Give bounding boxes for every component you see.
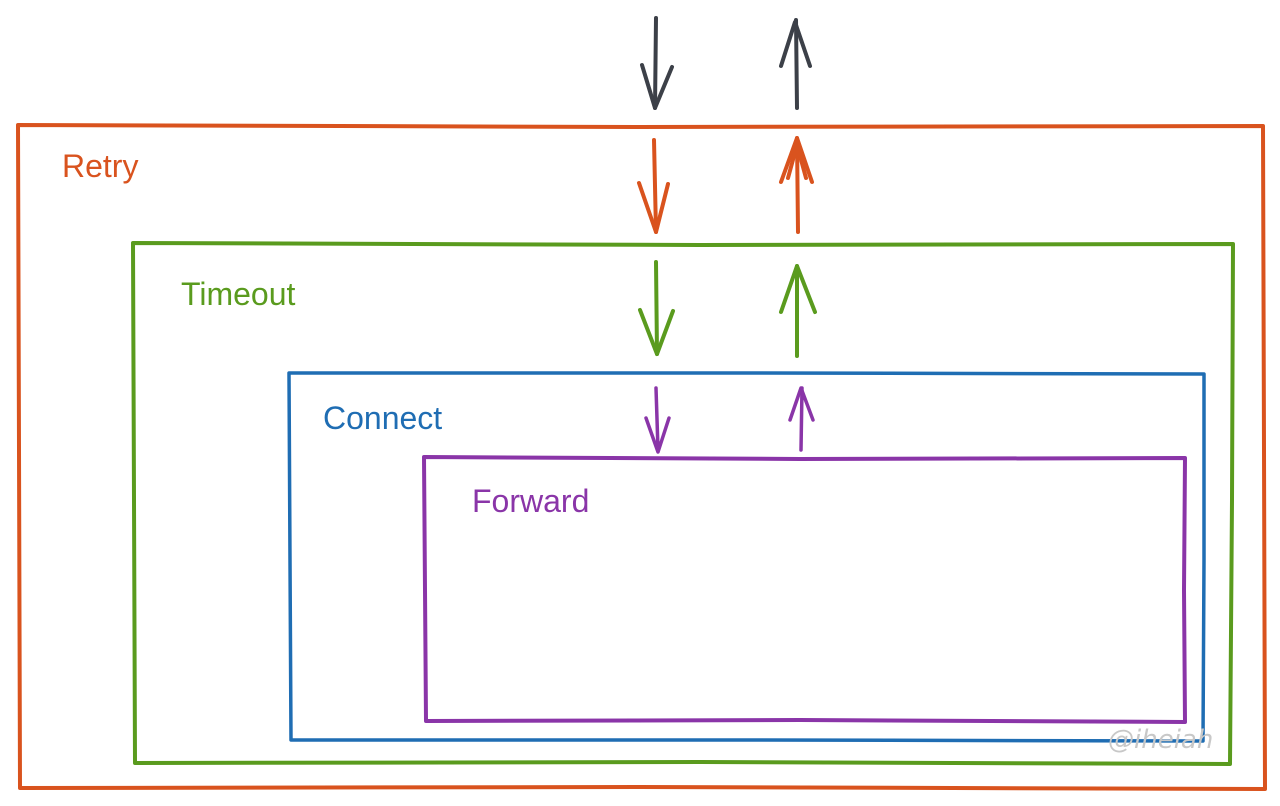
retry-box — [16, 123, 1267, 791]
timeout-response-arrow-up — [779, 264, 817, 358]
retry-request-arrow-down — [637, 138, 670, 234]
connect-response-arrow-up — [788, 386, 815, 452]
retry-response-arrow-up — [779, 136, 814, 234]
outer-request-arrow-down — [640, 16, 674, 110]
forward-box — [422, 455, 1187, 724]
timeout-label: Timeout — [181, 276, 296, 312]
retry-label: Retry — [62, 148, 138, 184]
connect-label: Connect — [323, 400, 442, 436]
connect-request-arrow-down — [644, 386, 671, 454]
connect-box — [287, 371, 1206, 743]
timeout-request-arrow-down — [638, 260, 675, 356]
forward-label: Forward — [472, 483, 589, 519]
outer-response-arrow-up — [779, 18, 812, 110]
timeout-box — [131, 241, 1235, 766]
watermark-text: @iheiah — [1108, 725, 1213, 755]
